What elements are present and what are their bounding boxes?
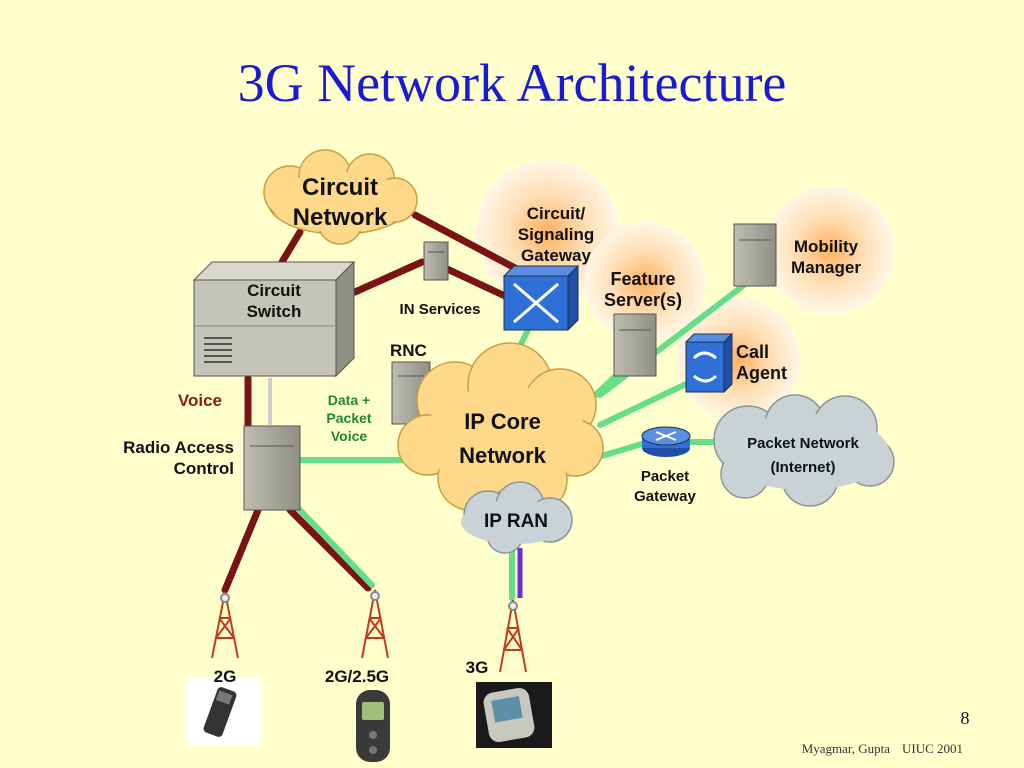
packet-gateway-router-icon	[641, 426, 691, 457]
link-ipcore-callagent	[597, 381, 689, 428]
label-packet-network-line1: Packet Network	[747, 435, 859, 452]
label-terminal-25g: 2G/2.5G	[324, 667, 390, 686]
tower-3g-icon	[499, 599, 527, 673]
label-packet-network: Packet Network (Internet)	[730, 432, 876, 480]
label-packet-network-line2: (Internet)	[770, 459, 836, 476]
label-circuit-switch-line2: Switch	[246, 302, 302, 321]
label-rac-line2: Control	[173, 459, 234, 478]
circuit-switch-box	[192, 260, 356, 378]
label-gateway-line1: Circuit/	[526, 204, 586, 223]
label-mobility-manager-line1: Mobility	[793, 237, 859, 256]
signaling-gateway-icon	[502, 264, 580, 332]
label-terminal-2g: 2G	[213, 667, 237, 686]
label-ip-core-network: IP Core Network	[430, 405, 575, 473]
label-circuit-network-line2: Network	[292, 204, 388, 231]
label-gateway-line3: Gateway	[521, 246, 591, 265]
page-number: 8	[960, 708, 970, 728]
label-call-agent: Call Agent	[736, 342, 800, 384]
call-agent-icon	[684, 332, 734, 394]
server-radio-access-control	[243, 425, 301, 511]
glow-feature-server	[585, 222, 705, 342]
label-data-packet-voice: Data + Packet Voice	[312, 391, 386, 445]
footer-authors: Myagmar, Gupta	[801, 741, 890, 756]
label-mobility-manager-line2: Manager	[791, 258, 861, 277]
label-packet-gateway-line1: Packet	[640, 468, 690, 485]
link-ipcore-packetgw	[592, 440, 648, 461]
label-data-line1: Data +	[327, 392, 371, 408]
label-packet-gateway-line2: Gateway	[634, 488, 696, 505]
link-inservices-gateway	[441, 264, 509, 300]
link-switch-inservices	[351, 258, 426, 296]
label-rnc: RNC	[390, 341, 427, 360]
link-circuitnet-gateway	[411, 211, 519, 272]
label-circuit-signaling-gateway: Circuit/ Signaling Gateway	[500, 203, 612, 266]
label-circuit-network-line1: Circuit	[301, 174, 378, 201]
label-ip-core-line1: IP Core	[464, 409, 541, 434]
label-ip-ran: IP RAN	[483, 511, 549, 532]
link-rac-tower-2g	[221, 506, 262, 594]
link-rac-tower-25g-green	[295, 505, 375, 588]
label-voice: Voice	[177, 391, 222, 410]
server-feature	[613, 313, 657, 377]
label-call-agent-line2: Agent	[736, 363, 787, 383]
tower-2g-icon	[211, 591, 239, 659]
label-terminal-3g: 3G	[465, 658, 489, 677]
label-rac-line1: Radio Access	[123, 438, 234, 457]
server-in-services	[423, 241, 449, 281]
slide-title: 3G Network Architecture	[237, 53, 787, 113]
label-circuit-network: Circuit Network	[275, 173, 405, 233]
label-packet-gateway: Packet Gateway	[620, 467, 710, 507]
label-call-agent-line1: Call	[736, 342, 770, 362]
phone-2g-image	[186, 678, 262, 746]
footer-org: UIUC 2001	[902, 741, 964, 756]
tower-25g-icon	[361, 589, 389, 659]
label-circuit-switch-line1: Circuit	[247, 281, 301, 300]
link-circuitnet-switch	[278, 228, 304, 266]
label-feature-server-line1: Feature	[610, 269, 676, 289]
server-mobility	[733, 223, 777, 287]
label-feature-server: Feature Server(s)	[590, 269, 696, 311]
glow-mobility-manager	[766, 186, 894, 314]
label-circuit-switch: Circuit Switch	[224, 280, 324, 322]
label-data-line3: Voice	[330, 428, 368, 444]
phone-25g-image	[356, 690, 390, 762]
label-data-line2: Packet	[326, 410, 372, 426]
link-rac-tower-25g	[286, 506, 372, 592]
phone-3g-image	[476, 682, 552, 748]
label-gateway-line2: Signaling	[517, 225, 595, 244]
label-feature-server-line2: Server(s)	[603, 290, 683, 310]
label-ip-core-line2: Network	[459, 443, 546, 468]
label-radio-access-control: Radio Access Control	[90, 437, 234, 479]
label-in-services: IN Services	[399, 301, 481, 318]
label-mobility-manager: Mobility Manager	[778, 236, 874, 278]
